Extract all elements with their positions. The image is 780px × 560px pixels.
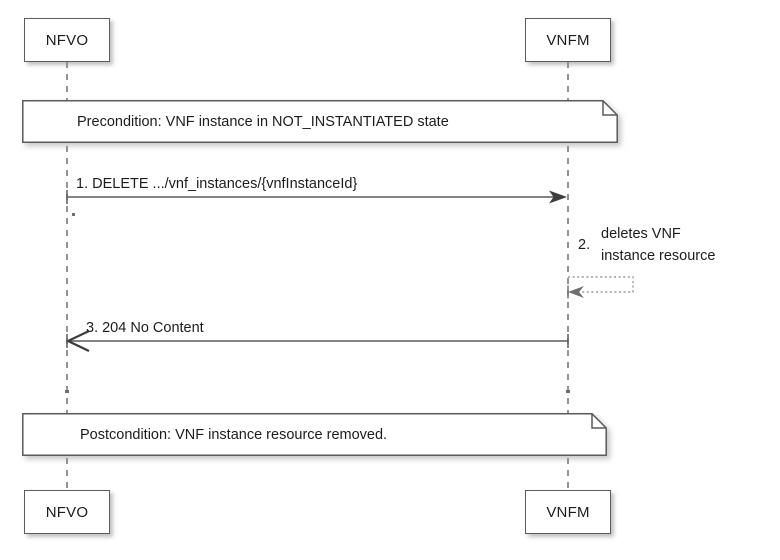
note-precondition-text: Precondition: VNF instance in NOT_INSTAN… bbox=[77, 113, 449, 130]
participant-nfvo-top[interactable]: NFVO bbox=[24, 18, 110, 62]
participant-nfvo-bottom[interactable]: NFVO bbox=[24, 490, 110, 534]
message-2-number: 2. bbox=[578, 237, 591, 253]
participant-vnfm-top[interactable]: VNFM bbox=[525, 18, 611, 62]
message-1-label: 1. DELETE .../vnf_instances/{vnfInstance… bbox=[76, 176, 358, 192]
nfvo-tick-1 bbox=[72, 213, 75, 216]
participant-nfvo-bottom-label: NFVO bbox=[45, 503, 89, 521]
note-precondition: Precondition: VNF instance in NOT_INSTAN… bbox=[22, 100, 618, 143]
participant-vnfm-top-label: VNFM bbox=[546, 31, 590, 49]
participant-nfvo-top-label: NFVO bbox=[45, 31, 89, 49]
participant-vnfm-bottom[interactable]: VNFM bbox=[525, 490, 611, 534]
note-precondition-shape bbox=[22, 100, 618, 143]
note-postcondition-text: Postcondition: VNF instance resource rem… bbox=[80, 426, 388, 443]
message-2-text-line-2: instance resource bbox=[601, 248, 716, 264]
message-3-label: 3. 204 No Content bbox=[86, 320, 204, 336]
nfvo-tick-2 bbox=[65, 390, 69, 393]
message-1-arrow bbox=[66, 190, 567, 204]
note-postcondition-shape bbox=[22, 413, 607, 456]
message-3-arrow bbox=[65, 330, 569, 352]
message-2-self-loop bbox=[567, 276, 634, 299]
note-postcondition: Postcondition: VNF instance resource rem… bbox=[22, 413, 607, 456]
vnfm-tick-2 bbox=[566, 390, 570, 393]
participant-vnfm-bottom-label: VNFM bbox=[546, 503, 590, 521]
message-2-text-line-1: deletes VNF bbox=[601, 226, 681, 242]
